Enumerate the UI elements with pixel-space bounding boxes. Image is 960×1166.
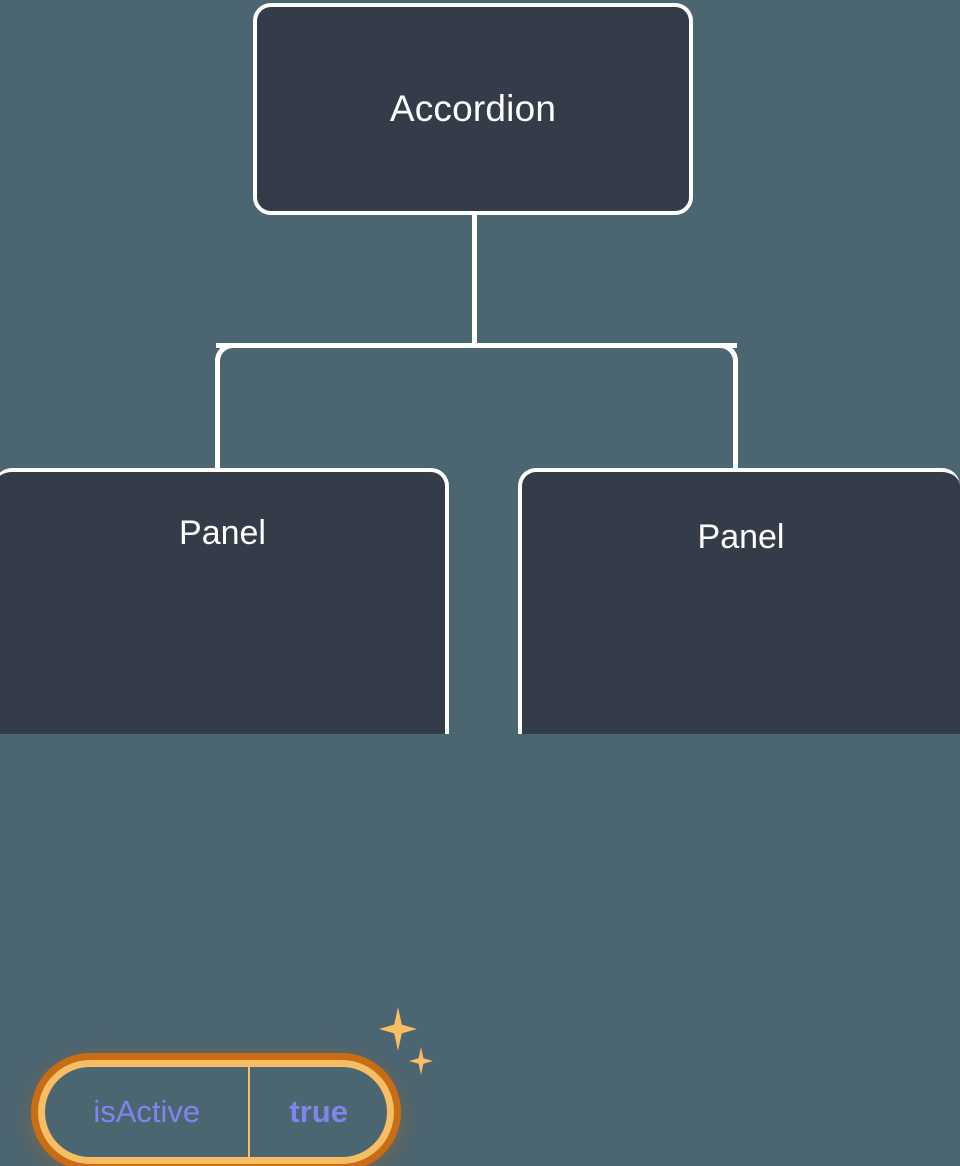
connector-branch-bar xyxy=(216,343,737,348)
connector-root-to-branch xyxy=(472,212,477,348)
node-title: Panel xyxy=(179,514,266,552)
node-title: Accordion xyxy=(389,88,557,129)
sparkle-small-icon xyxy=(409,1047,433,1075)
node-panel-active[interactable]: Panel isActive true xyxy=(0,468,449,1164)
sparkle-large-icon xyxy=(379,1007,417,1051)
connector-elbow-left xyxy=(215,343,235,363)
node-title: Panel xyxy=(697,518,785,556)
sparkles-icon xyxy=(379,1007,439,1077)
connector-drop-left xyxy=(215,358,220,473)
node-panel-inactive[interactable]: Panel isActive false xyxy=(518,468,960,734)
component-tree-diagram: Accordion Panel isActive true Panel isAc… xyxy=(0,3,960,1164)
prop-value: true xyxy=(289,1094,348,1129)
prop-pill-isactive-true[interactable]: isActive true xyxy=(38,1060,394,1164)
prop-key: isActive xyxy=(93,1094,201,1129)
connector-elbow-right xyxy=(718,343,738,363)
node-accordion[interactable]: Accordion xyxy=(253,3,693,215)
connector-drop-right xyxy=(733,358,738,473)
